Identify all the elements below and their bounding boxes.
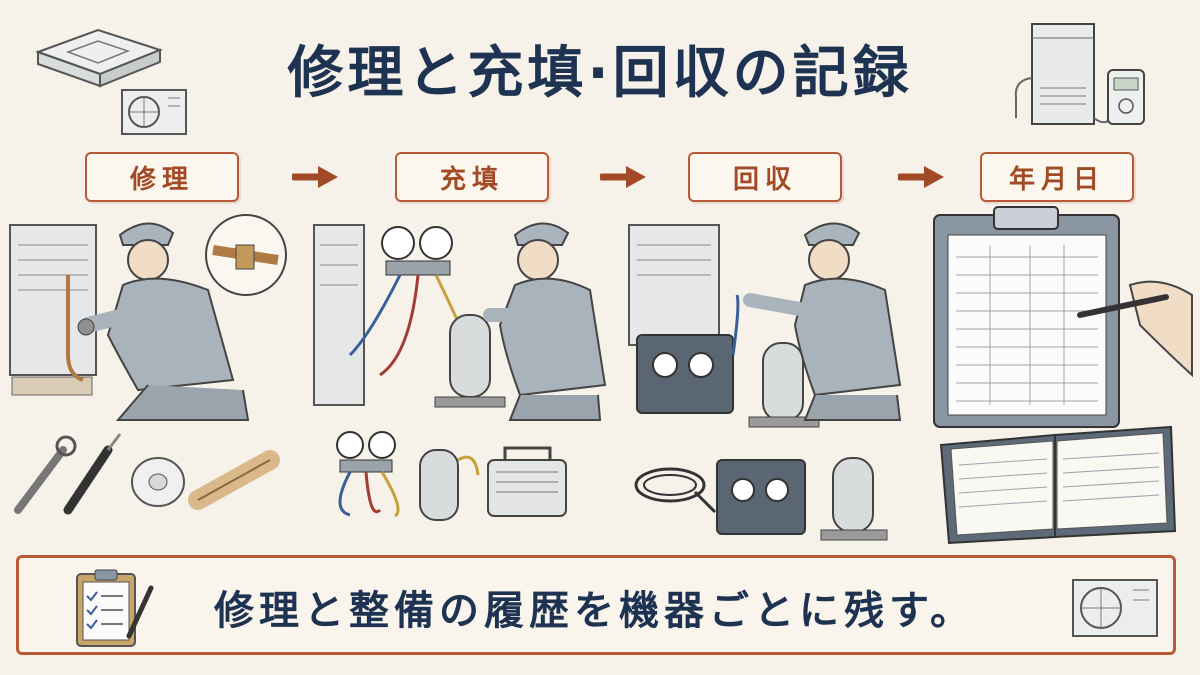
- charging-tools-illustration: [336, 431, 567, 521]
- arrow-right-icon: [898, 166, 944, 188]
- repair-tools-illustration: [14, 433, 280, 515]
- recovery-technician-illustration: [628, 222, 902, 428]
- charging-technician-illustration: [313, 222, 607, 421]
- step-label-recovery: 回収: [688, 152, 842, 202]
- outdoor-unit-icon: [121, 89, 187, 135]
- arrow-right-icon: [600, 166, 646, 188]
- footer-banner: 修理と整備の履歴を機器ごとに残す。: [16, 555, 1176, 655]
- heat-pump-unit-icon: [1014, 23, 1145, 125]
- step-label-charge: 充填: [395, 152, 549, 202]
- outdoor-unit-icon: [1072, 579, 1158, 637]
- step-label-repair: 修理: [85, 152, 239, 202]
- logbook-illustration: [939, 425, 1177, 545]
- clipboard-record-illustration: [933, 206, 1193, 428]
- step-label-date: 年月日: [980, 152, 1134, 202]
- repair-technician-illustration: [9, 214, 287, 421]
- arrow-right-icon: [292, 166, 338, 188]
- ceiling-ac-icon: [35, 28, 163, 88]
- page-title: 修理と充填·回収の記録: [287, 41, 913, 106]
- checklist-clipboard-icon: [76, 569, 154, 647]
- footer-text: 修理と整備の履歴を機器ごとに残す。: [214, 588, 975, 634]
- recovery-tools-illustration: [634, 457, 888, 541]
